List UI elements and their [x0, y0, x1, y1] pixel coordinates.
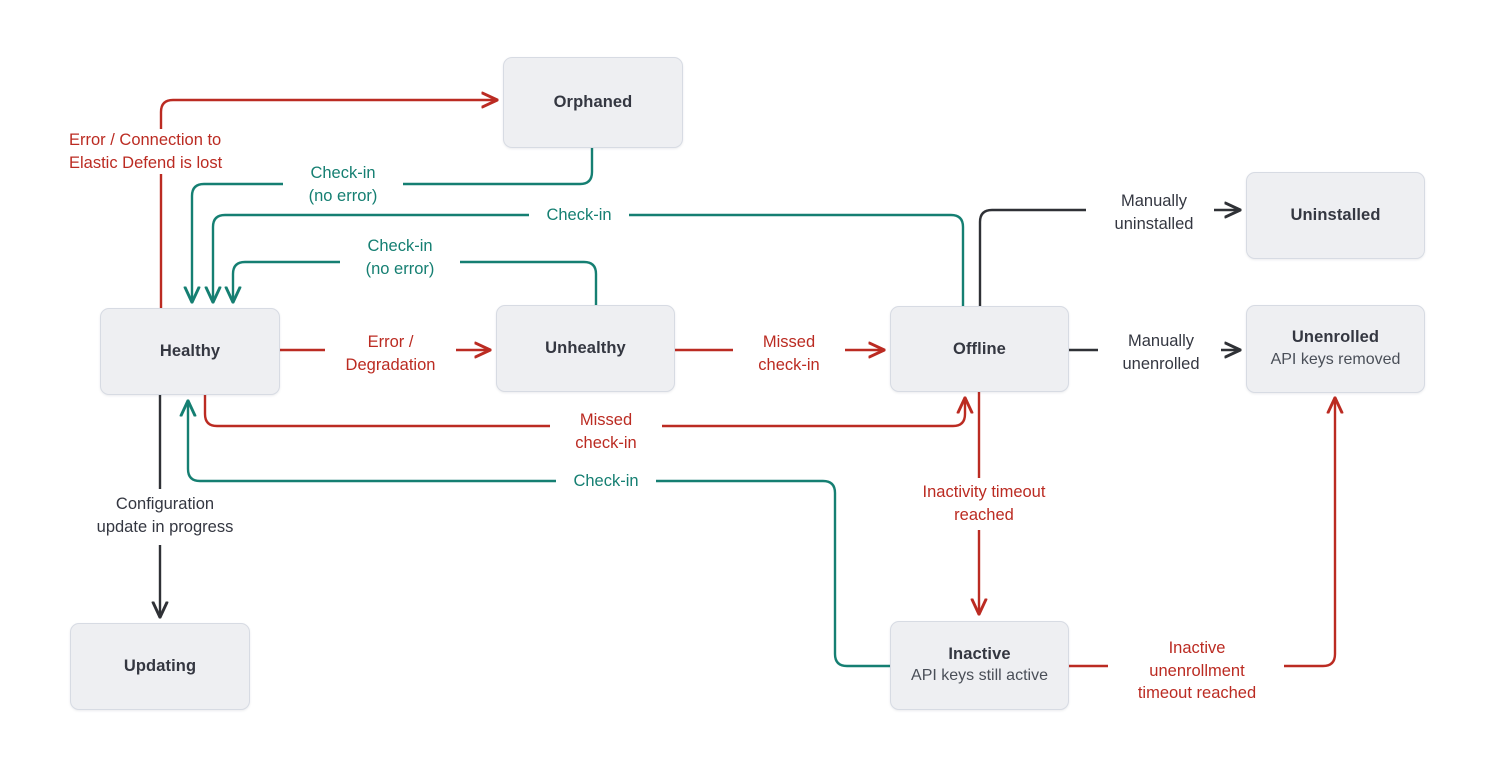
edge-label-manually-uninstalled: Manually uninstalled — [1094, 190, 1214, 236]
node-orphaned-title: Orphaned — [553, 93, 633, 112]
node-inactive[interactable]: Inactive API keys still active — [890, 621, 1069, 710]
node-uninstalled[interactable]: Uninstalled — [1246, 172, 1425, 259]
edge-label-checkin-noerror-2: Check-in (no error) — [340, 235, 460, 281]
node-updating-title: Updating — [123, 657, 197, 676]
edge-inactive-to-unenrolled-arrow — [1272, 398, 1335, 668]
edge-label-checkin-offline: Check-in — [529, 204, 629, 227]
node-unenrolled[interactable]: Unenrolled API keys removed — [1246, 305, 1425, 393]
node-unenrolled-title: Unenrolled — [1291, 328, 1380, 347]
edge-label-checkin-noerror-1: Check-in (no error) — [283, 162, 403, 208]
edge-label-configuration-update: Configuration update in progress — [66, 493, 264, 539]
node-healthy[interactable]: Healthy — [100, 308, 280, 395]
edge-label-inactive-unenrollment: Inactive unenrollment timeout reached — [1110, 637, 1284, 705]
node-updating[interactable]: Updating — [70, 623, 250, 710]
edge-label-inactivity-timeout: Inactivity timeout reached — [896, 481, 1072, 527]
edge-label-error-connection: Error / Connection to Elastic Defend is … — [64, 129, 274, 175]
edge-offline-to-uninstalled — [978, 208, 1086, 306]
node-orphaned[interactable]: Orphaned — [503, 57, 683, 148]
node-offline[interactable]: Offline — [890, 306, 1069, 392]
edge-label-missed-checkin-1: Missed check-in — [733, 331, 845, 377]
node-inactive-title: Inactive — [948, 644, 1011, 663]
edge-inactive-to-healthy — [188, 401, 890, 668]
node-inactive-subtitle: API keys still active — [911, 667, 1048, 685]
edge-label-missed-checkin-2: Missed check-in — [550, 409, 662, 455]
edge-label-checkin-inactive: Check-in — [556, 470, 656, 493]
edge-offline-to-healthy — [213, 213, 965, 306]
node-uninstalled-title: Uninstalled — [1290, 206, 1381, 225]
edge-label-error-degradation: Error / Degradation — [325, 331, 456, 377]
edge-healthy-to-orphaned — [159, 100, 497, 308]
node-healthy-title: Healthy — [159, 342, 221, 361]
node-offline-title: Offline — [953, 339, 1006, 358]
edge-label-manually-unenrolled: Manually unenrolled — [1101, 330, 1221, 376]
node-unenrolled-subtitle: API keys removed — [1270, 350, 1401, 368]
node-unhealthy-title: Unhealthy — [545, 339, 626, 358]
node-unhealthy[interactable]: Unhealthy — [496, 305, 675, 392]
